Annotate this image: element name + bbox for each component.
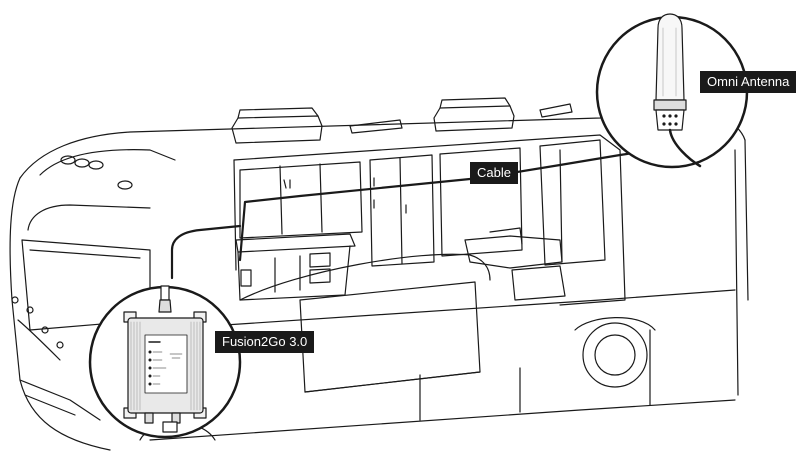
- cable-label: Cable: [470, 162, 518, 184]
- cable-line: [240, 130, 680, 260]
- booster-magnifier: [90, 286, 240, 437]
- fusion2go-label: Fusion2Go 3.0: [215, 331, 314, 353]
- omni-antenna-label: Omni Antenna: [700, 71, 796, 93]
